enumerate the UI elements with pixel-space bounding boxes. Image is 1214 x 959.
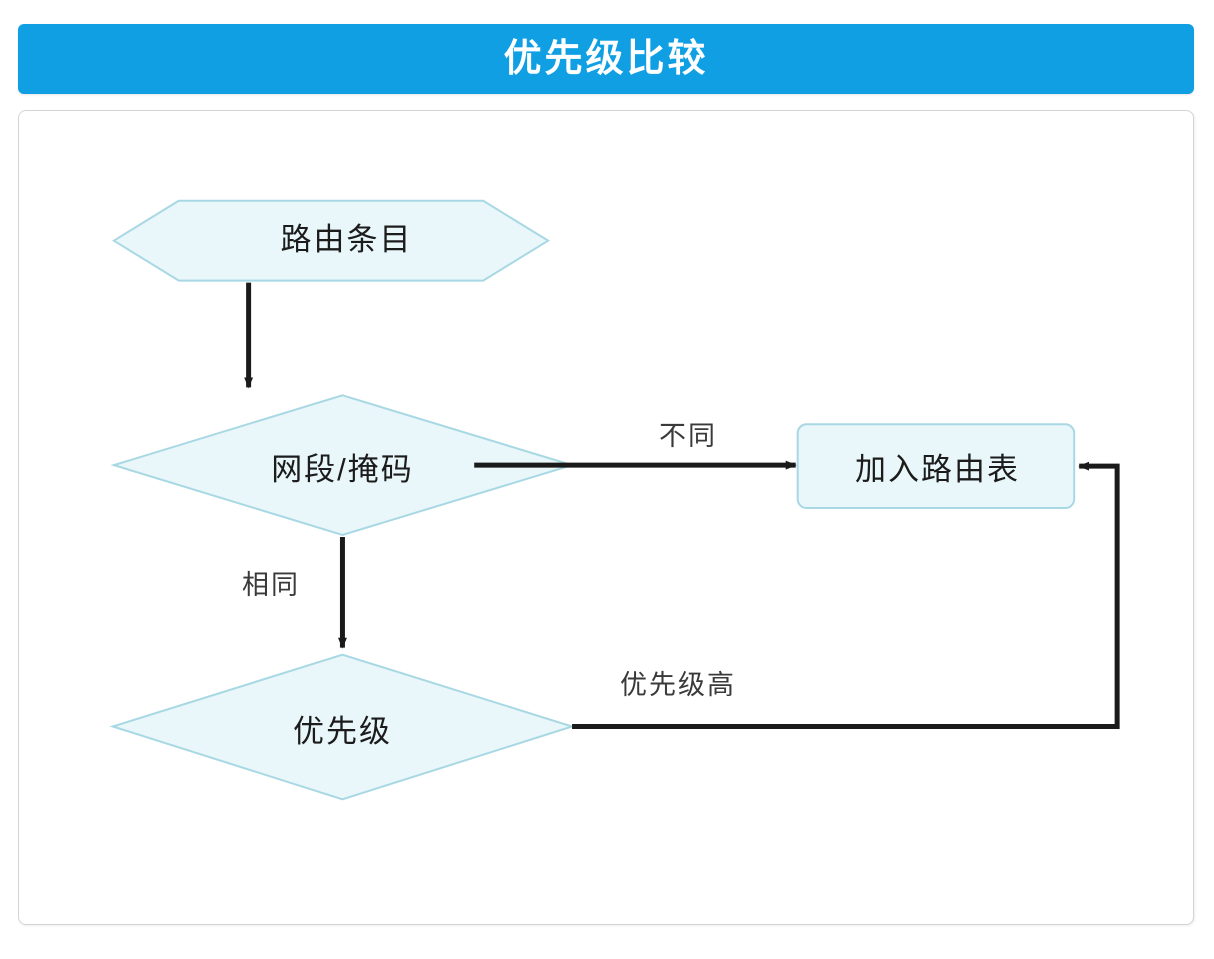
page-header-banner: 优先级比较 xyxy=(18,24,1194,94)
node-start-shape[interactable] xyxy=(111,199,551,282)
node-dec2-shape[interactable] xyxy=(109,653,576,801)
diagram-panel: 路由条目 网段/掩码 加入路由表 优先级 不同 相同 优先级高 xyxy=(18,110,1194,925)
node-action-shape[interactable] xyxy=(796,423,1076,510)
edge-dec2-to-action xyxy=(572,461,1120,729)
node-dec1-shape[interactable] xyxy=(110,394,576,536)
page-title: 优先级比较 xyxy=(503,38,709,80)
flowchart-canvas xyxy=(109,199,1120,801)
